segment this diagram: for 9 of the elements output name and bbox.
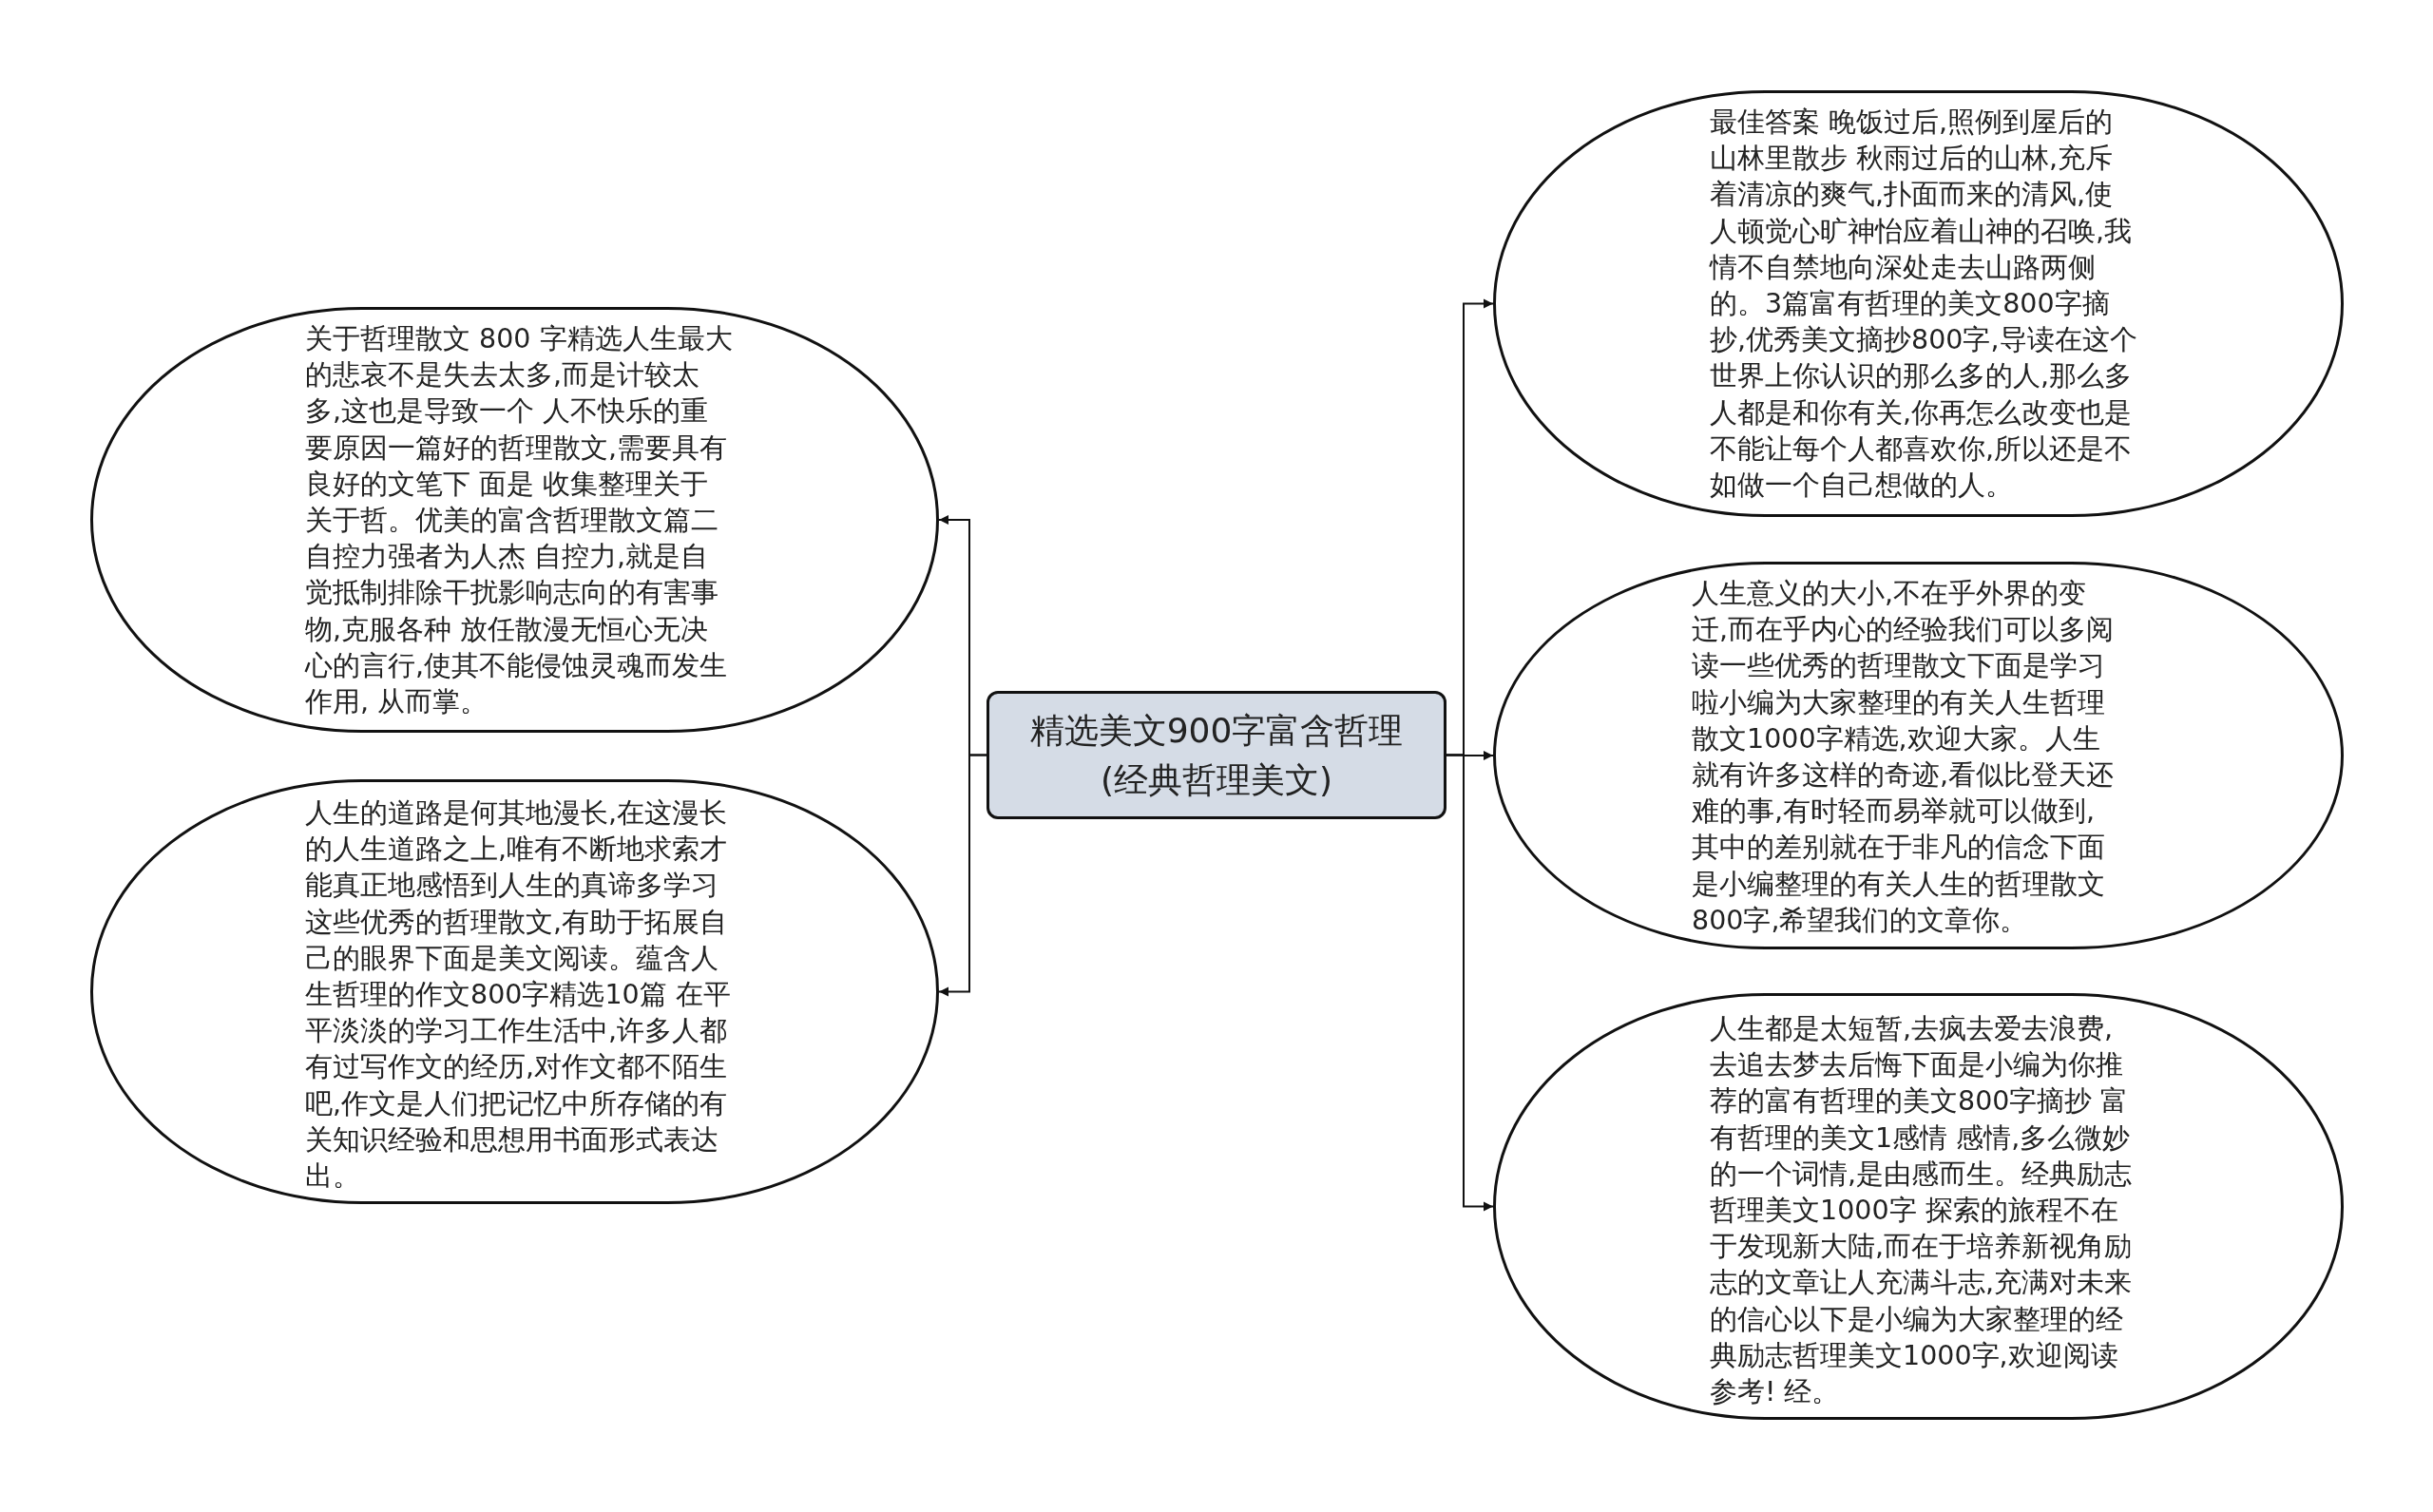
paragraph: 人生意义的大小,不在乎外界的变迁,而在乎内心的经验我们可以多阅读一些优秀的哲理散文下面是学习啦小编为大家整理的有关人生哲理散文1000字精选,欢迎大家。人生就有许多这样的奇迹,看似比登天还难的事,有时轻而易举就可以做到,其中的差别就在于非凡的信念下面是小编整理的有关人生的哲理散文800字,希望我们的文章你。 (1692, 577, 2116, 938)
connector-arrow (938, 754, 987, 997)
topic-box (987, 691, 1446, 819)
paragraph: 人生都是太短暂,去疯去爱去浪费,去追去梦去后悔下面是小编为你推荐的富有哲理的美文800字摘抄 富有哲理的美文1感情 感情,多么微妙的一个词情,是由感而生。经典励志哲理美文1000字 探索的旅程不在于发现新大陆,而在于培养新视角励志的文章让人充满斗志,充满对未来的信心以下是小编为大家整理的经典励志哲理美文1000字,欢迎阅读参考! 经。 (1710, 1012, 2134, 1410)
paragraph: 最佳答案 晚饭过后,照例到屋后的山林里散步 秋雨过后的山林,充斥着清凉的爽气,扑面而来的清风,使人顿觉心旷神怡应着山神的召唤,我情不自禁地向深处走去山路两侧的。3篇富有哲理的美文800字摘抄,优秀美文摘抄800字,导读在这个世界上你认识的那么多的人,那么多人都是和你有关,你再怎么改变也是不能让每个人都喜欢你,所以还是不如做一个自己想做的人。 (1710, 105, 2138, 504)
paragraph: 关于哲理散文 800 字精选人生最大的悲哀不是失去太多,而是计较太多,这也是导致一个 人不快乐的重要原因一篇好的哲理散文,需要具有良好的文笔下 面是 收集整理关于关于哲。优美的富含哲理散文篇二自控力强者为人杰 自控力,就是自觉抵制排除干扰影响志向的有害事物,克服各种 放任散漫无恒心无决心的言行,使其不能侵蚀灵魂而发生作用, 从而掌。 (305, 322, 734, 720)
paragraph: 人生的道路是何其地漫长,在这漫长的人生道路之上,唯有不断地求索才能真正地感悟到人生的真谛多学习这些优秀的哲理散文,有助于拓展自己的眼界下面是美文阅读。蕴含人生哲理的作文800字精选10篇 在平平淡淡的学习工作生活中,许多人都有过写作文的经历,对作文都不陌生吧,作文是人们把记忆中所存储的有关知识经验和思想用书面形式表达出。 (305, 796, 732, 1195)
connector-arrow (1446, 754, 1494, 1212)
topic-title: 精选美文900字富含哲理(经典哲理美文) (1028, 709, 1405, 801)
